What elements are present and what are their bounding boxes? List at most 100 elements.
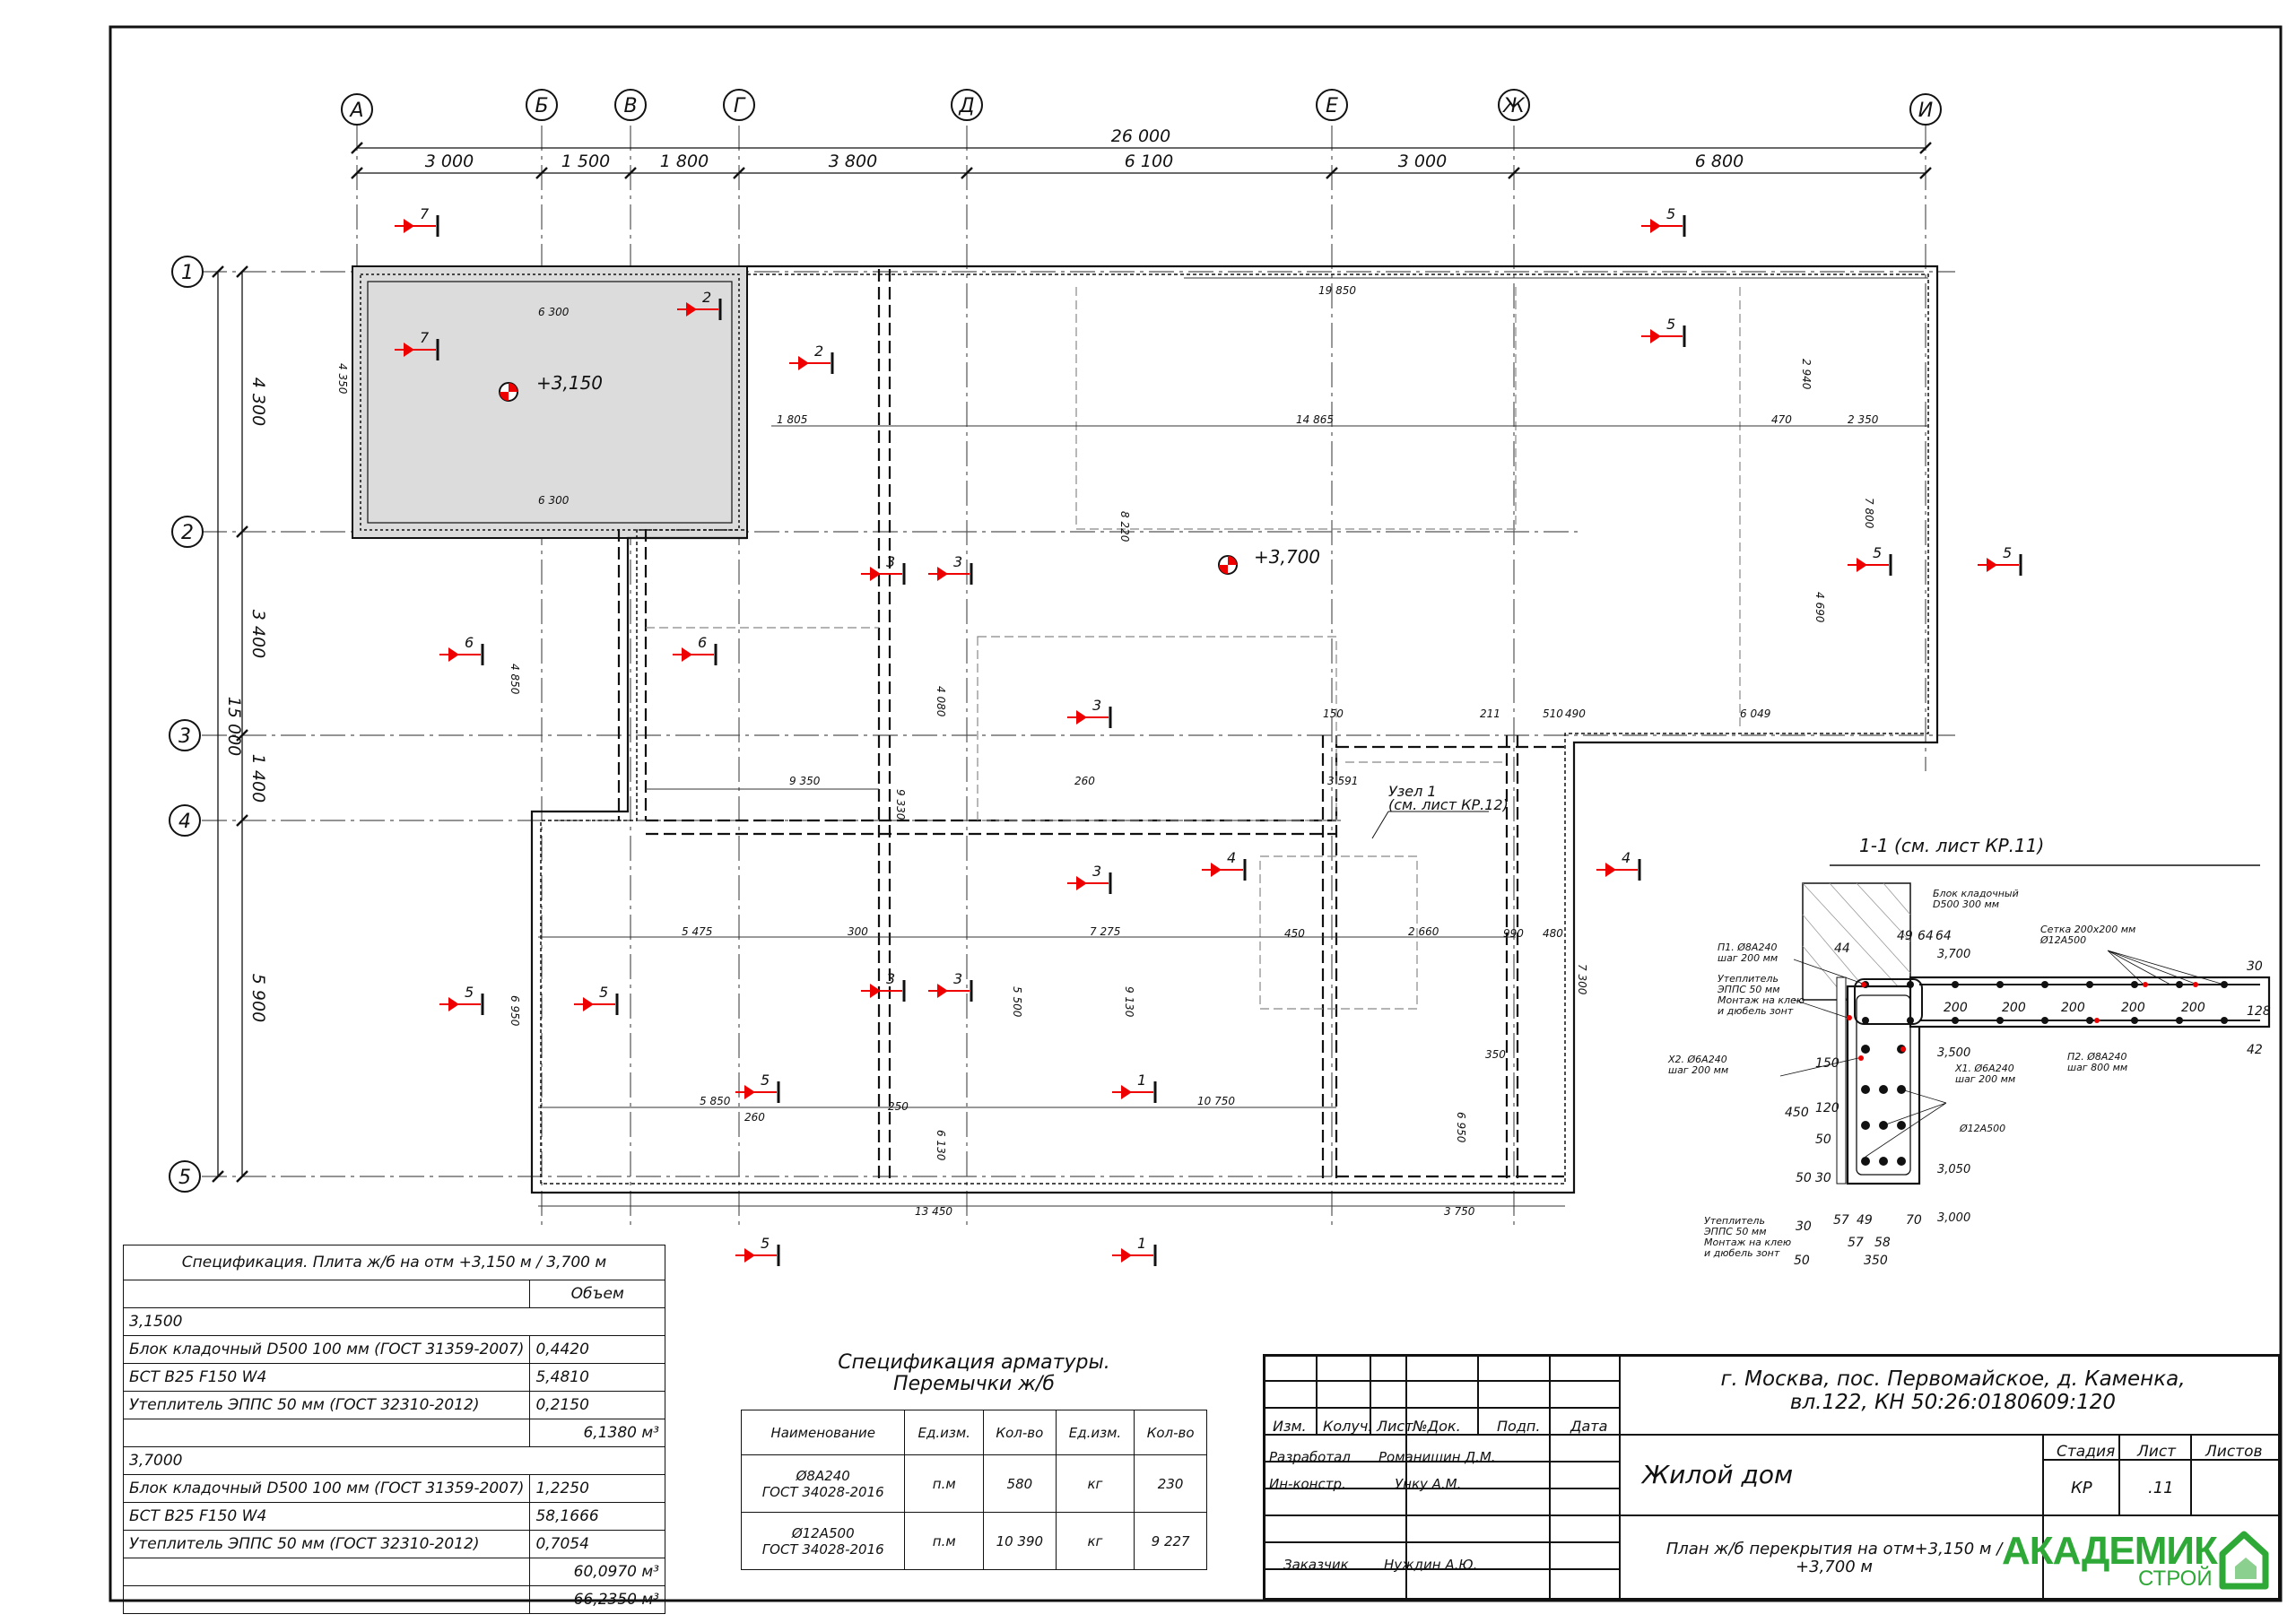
- rebar-name-line2: ГОСТ 34028-2016: [761, 1541, 884, 1558]
- col-header-koluch: Колуч.: [1323, 1418, 1373, 1435]
- section-level: 3,700: [1937, 948, 1970, 961]
- section-mark: 5: [1641, 205, 1686, 237]
- rebar-header: Ед.изм.: [1055, 1410, 1135, 1455]
- plan-dimension: 4 850: [509, 664, 521, 695]
- plan-dimension: 7 300: [1576, 964, 1588, 995]
- plan-dimension: 5 850: [700, 1095, 731, 1107]
- spec-rebar-title-line1: Спецификация арматуры.: [838, 1351, 1110, 1374]
- section-mark: 3: [861, 553, 906, 585]
- rebar-header: Кол-во: [983, 1410, 1057, 1455]
- section-mark: 1: [1112, 1072, 1157, 1103]
- left-dimensions: [212, 265, 248, 1183]
- section-dimension: 50: [1796, 1171, 1812, 1185]
- section-dimension: 50: [1815, 1133, 1831, 1147]
- section-detail-label: ЭППС 50 мм: [1717, 984, 1780, 995]
- dimension-span: 3 000: [1398, 152, 1447, 171]
- plan-dimension: 2 350: [1848, 413, 1879, 426]
- axis-label: 1: [181, 262, 194, 284]
- level-markers: +3,150 +3,700: [499, 372, 1320, 575]
- section-dimension: 58: [1874, 1236, 1891, 1250]
- section-mark: 4: [1202, 849, 1247, 881]
- section-level: 3,000: [1937, 1211, 1970, 1225]
- section-mark-label: 5: [1666, 316, 1675, 333]
- section-mark-label: 2: [814, 343, 823, 360]
- spec-row-value: 0,7054: [529, 1530, 665, 1558]
- dimension-span: 6 800: [1695, 152, 1744, 171]
- col-header-list: Лист: [1377, 1418, 1413, 1435]
- section-detail-label: и дюбель зонт: [1704, 1247, 1780, 1259]
- plan-dimension: 4 080: [935, 686, 947, 717]
- sheet-value: .11: [2148, 1479, 2174, 1497]
- section-detail-label: ЭППС 50 мм: [1703, 1226, 1767, 1237]
- plan-dimension: 4 350: [336, 363, 349, 395]
- axis-label: В: [623, 95, 637, 117]
- section-mark-label: 4: [1622, 849, 1631, 866]
- section-mark-label: 5: [465, 984, 474, 1001]
- section-mark: 3: [1067, 863, 1112, 894]
- section-level: 3,050: [1937, 1163, 1970, 1176]
- section-mark-label: 7: [420, 329, 430, 346]
- section-mark-label: 1: [1137, 1072, 1146, 1089]
- section-detail-label: Утеплитель: [1704, 1215, 1765, 1227]
- spec-row-name: Утеплитель ЭППС 50 мм (ГОСТ 32310-2012): [122, 1391, 531, 1419]
- section-detail-label: D500 300 мм: [1933, 898, 1999, 910]
- spec-row-value: 58,1666: [529, 1502, 665, 1531]
- role-label: Заказчик: [1283, 1557, 1349, 1573]
- plan-dimension: 3 750: [1444, 1205, 1475, 1218]
- section-dimension: 450: [1785, 1106, 1809, 1120]
- section-detail-label: шаг 200 мм: [1718, 952, 1778, 964]
- axis-label: 4: [178, 811, 191, 833]
- rebar-qty: 230: [1134, 1454, 1207, 1513]
- rebar-qty: 9 227: [1134, 1512, 1207, 1570]
- section-dimension: 200: [2121, 1001, 2145, 1015]
- section-dimension: 30: [1796, 1219, 1812, 1234]
- section-mark-label: 1: [1137, 1235, 1146, 1252]
- spec-group-total: 6,1380 м³: [529, 1419, 665, 1447]
- plan-dimension: 7 275: [1090, 925, 1120, 938]
- building-outline: [530, 265, 1939, 1194]
- section-mark-label: 3: [953, 553, 962, 570]
- section-dimension: 42: [2247, 1043, 2263, 1057]
- section-mark-label: 5: [761, 1235, 770, 1252]
- plan-dimension: 9 130: [1123, 986, 1135, 1018]
- plan-dimension: 250: [888, 1100, 909, 1113]
- section-mark: 2: [789, 343, 834, 374]
- section-mark-label: 6: [465, 634, 474, 651]
- section-mark: 3: [928, 553, 973, 585]
- section-dimension: 64: [1935, 929, 1952, 943]
- section-mark: 5: [574, 984, 619, 1015]
- plan-dimension: 9 330: [894, 789, 907, 820]
- plan-dimension: 2 940: [1800, 359, 1813, 390]
- rebar-name-line2: ГОСТ 34028-2016: [761, 1483, 884, 1500]
- spec-row-name: БСТ В25 F150 W4: [122, 1502, 531, 1531]
- section-mark: 7: [395, 329, 439, 360]
- axis-label: 2: [181, 522, 194, 544]
- title-block: г. Москва, пос. Первомайское, д. Каменка…: [1263, 1354, 2281, 1601]
- light-lines: [646, 287, 1741, 1010]
- plan-dimension: 19 850: [1318, 284, 1356, 297]
- dimension-span: 3 400: [248, 610, 268, 658]
- role-name: Унку А.М.: [1395, 1476, 1462, 1492]
- section-detail-label: Утеплитель: [1718, 973, 1779, 985]
- plan-dimension: 1 805: [777, 413, 807, 426]
- col-header-doc: №Док.: [1413, 1418, 1461, 1435]
- section-mark: 3: [861, 970, 906, 1002]
- section-detail-label: Сетка 200х200 мм: [2040, 924, 2135, 935]
- section-dimension: 64: [1918, 929, 1934, 943]
- spec-rebar-title-line2: Перемычки ж/б: [893, 1373, 1055, 1395]
- title-block-grid: [1263, 1354, 2281, 1601]
- section-detail-label: шаг 200 мм: [1955, 1073, 2015, 1085]
- section-mark-label: 5: [1873, 544, 1882, 561]
- plan-dimension: 10 750: [1197, 1095, 1235, 1107]
- plan-dimension: 6 300: [538, 494, 570, 507]
- section-detail-label: шаг 800 мм: [2067, 1062, 2127, 1073]
- role-name: Романишин Д.М.: [1378, 1449, 1496, 1465]
- rebar-header: Ед.изм.: [904, 1410, 984, 1455]
- level-label: +3,700: [1254, 546, 1320, 568]
- plan-dimension: 150: [1323, 707, 1344, 720]
